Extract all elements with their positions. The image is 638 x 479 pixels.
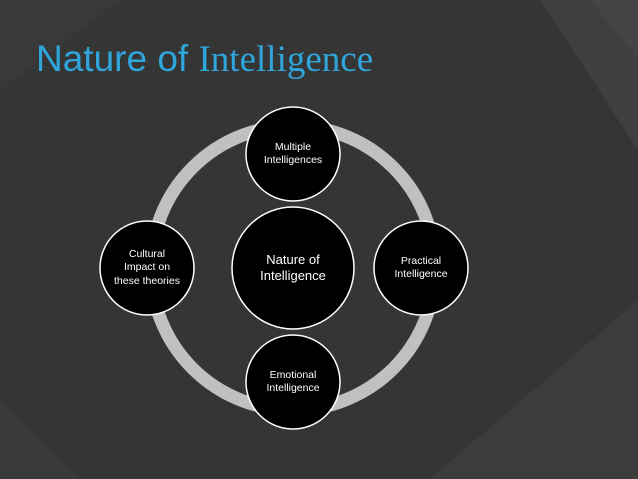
node-text: Cultural Impact on these theories — [114, 248, 180, 287]
node-multiple-intelligences-label: Multiple Intelligences — [253, 130, 333, 178]
slide-title: Nature of Intelligence — [36, 36, 373, 83]
title-part-1: Nature of — [36, 38, 189, 79]
node-cultural-impact-label: Cultural Impact on these theories — [113, 236, 181, 300]
node-practical-intelligence-label: Practical Intelligence — [381, 244, 461, 292]
center-node — [231, 206, 355, 330]
node-emotional-intelligence-label: Emotional Intelligence — [253, 358, 333, 406]
background-facet — [540, 0, 638, 150]
background-facet — [0, 400, 80, 479]
node-text: Multiple Intelligences — [263, 140, 323, 166]
node-emotional-intelligence — [245, 334, 341, 430]
node-cultural-impact — [99, 220, 195, 316]
node-practical-intelligence — [373, 220, 469, 316]
background-facet — [430, 300, 638, 479]
background-facet — [590, 0, 638, 60]
node-text: Emotional Intelligence — [266, 368, 320, 394]
center-node-label: Nature of Intelligence — [245, 238, 341, 298]
node-text: Practical Intelligence — [394, 254, 448, 280]
center-text: Nature of Intelligence — [260, 251, 326, 283]
node-multiple-intelligences — [245, 106, 341, 202]
background-facet — [0, 0, 120, 90]
title-part-2: Intelligence — [198, 39, 374, 80]
